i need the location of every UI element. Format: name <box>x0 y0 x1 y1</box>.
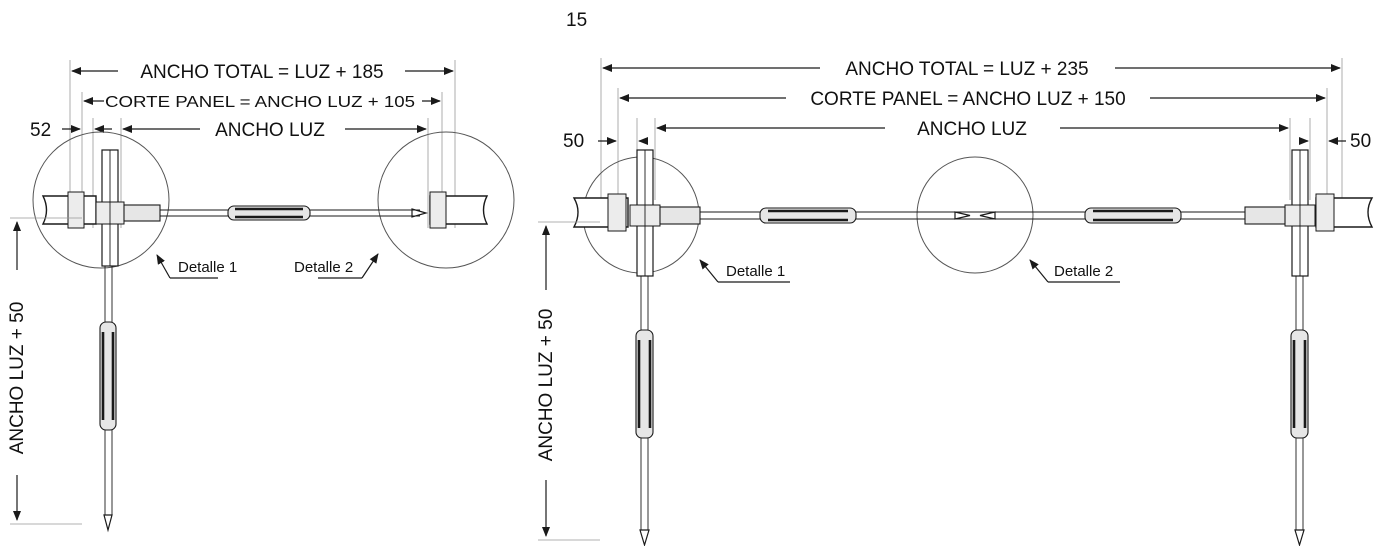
right-total-width-dimension: ANCHO TOTAL = LUZ + 235 <box>602 59 1341 80</box>
right-detail2-circle <box>916 156 1034 274</box>
left-panel-cut-label: CORTE PANEL = ANCHO LUZ + 105 <box>105 94 415 111</box>
left-total-width-label: ANCHO TOTAL = LUZ + 185 <box>140 62 383 83</box>
right-horizontal-rail <box>659 206 1286 225</box>
left-detail2-circle <box>377 131 515 269</box>
left-wall-left <box>41 191 97 229</box>
right-top-offset-value: 15 <box>566 10 587 31</box>
right-panel-cut-dimension: CORTE PANEL = ANCHO LUZ + 150 <box>619 89 1326 110</box>
left-opening-label: ANCHO LUZ <box>215 120 325 141</box>
left-detail2-label: Detalle 2 <box>294 259 353 276</box>
right-detail2-label: Detalle 2 <box>1054 263 1113 280</box>
right-right-vertical-rail <box>1290 276 1309 546</box>
left-extension-lines <box>69 60 456 228</box>
left-offset-value: 52 <box>30 120 51 141</box>
right-diagram: 15 ANCHO TOTAL = LUZ + 235 CORTE PANEL =… <box>536 10 1374 546</box>
right-total-width-label: ANCHO TOTAL = LUZ + 235 <box>845 59 1088 80</box>
right-left-vertical-rail <box>635 276 654 546</box>
right-detail1-label: Detalle 1 <box>726 263 785 280</box>
left-horizontal-rail <box>123 204 429 222</box>
right-offset-left-dimension: 50 <box>563 131 648 152</box>
left-vertical-dimension: ANCHO LUZ + 50 <box>7 217 82 525</box>
left-panel-cut-dimension: CORTE PANEL = ANCHO LUZ + 105 <box>83 94 441 111</box>
right-vertical-dimension: ANCHO LUZ + 50 <box>536 221 600 541</box>
right-vertical-label: ANCHO LUZ + 50 <box>536 309 557 462</box>
left-diagram: ANCHO TOTAL = LUZ + 185 CORTE PANEL = AN… <box>7 60 515 533</box>
left-wall-right <box>429 191 489 229</box>
right-offset-right-value: 50 <box>1350 131 1371 152</box>
right-offset-right-dimension: 50 <box>1299 131 1371 152</box>
right-offset-left-value: 50 <box>563 131 584 152</box>
left-detail1-callout: Detalle 1 <box>156 254 237 279</box>
right-opening-dimension: ANCHO LUZ <box>656 119 1289 140</box>
right-right-corner-post <box>1284 149 1316 277</box>
right-detail2-callout: Detalle 2 <box>1029 259 1120 283</box>
right-panel-cut-label: CORTE PANEL = ANCHO LUZ + 150 <box>810 89 1125 110</box>
left-detail2-callout: Detalle 2 <box>294 253 379 279</box>
left-vertical-rail <box>99 266 117 533</box>
right-left-corner-post <box>629 149 661 277</box>
left-corner-post <box>95 149 125 267</box>
right-wall-right <box>1315 193 1374 232</box>
right-detail1-callout: Detalle 1 <box>699 259 790 283</box>
left-offset-dimension: 52 <box>30 120 112 141</box>
left-vertical-label: ANCHO LUZ + 50 <box>7 302 28 455</box>
left-total-width-dimension: ANCHO TOTAL = LUZ + 185 <box>71 62 454 83</box>
right-wall-left <box>572 193 629 232</box>
left-opening-dimension: ANCHO LUZ <box>122 120 427 141</box>
left-detail1-label: Detalle 1 <box>178 259 237 276</box>
right-opening-label: ANCHO LUZ <box>917 119 1027 140</box>
left-detail1-circle <box>32 131 170 269</box>
